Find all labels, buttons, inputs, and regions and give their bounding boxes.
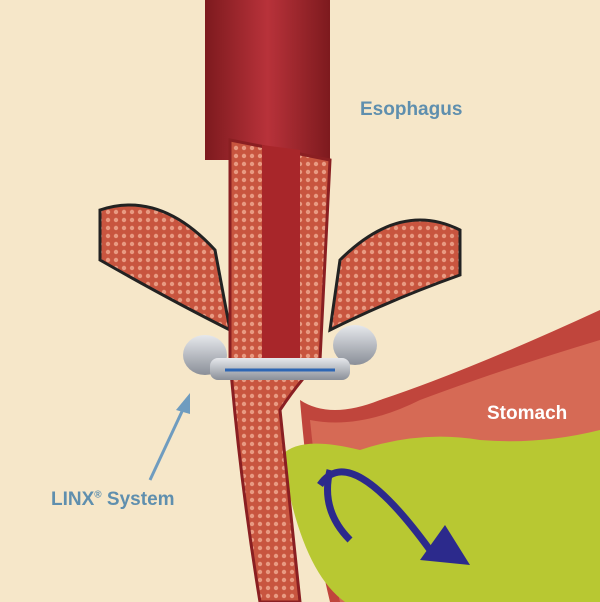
- flow-arrowhead: [420, 525, 470, 565]
- linx-pointer-arrowhead: [176, 393, 190, 414]
- stomach-contents: [282, 430, 600, 602]
- registered-mark: ®: [94, 489, 102, 501]
- linx-device: [183, 325, 377, 380]
- linx-name: LINX: [51, 489, 95, 510]
- linx-suffix: System: [101, 489, 175, 510]
- esophagus-tube: [205, 0, 330, 160]
- esophagus-label: Esophagus: [360, 99, 463, 120]
- linx-pointer-arrow: [148, 404, 187, 481]
- diaphragm-left: [98, 203, 233, 333]
- stomach-label: Stomach: [487, 403, 568, 424]
- diaphragm-right: [328, 218, 462, 333]
- esophagus-lumen: [262, 145, 300, 380]
- linx-system-label: LINX® System: [51, 489, 175, 511]
- flow-arrow-curve: [317, 468, 433, 553]
